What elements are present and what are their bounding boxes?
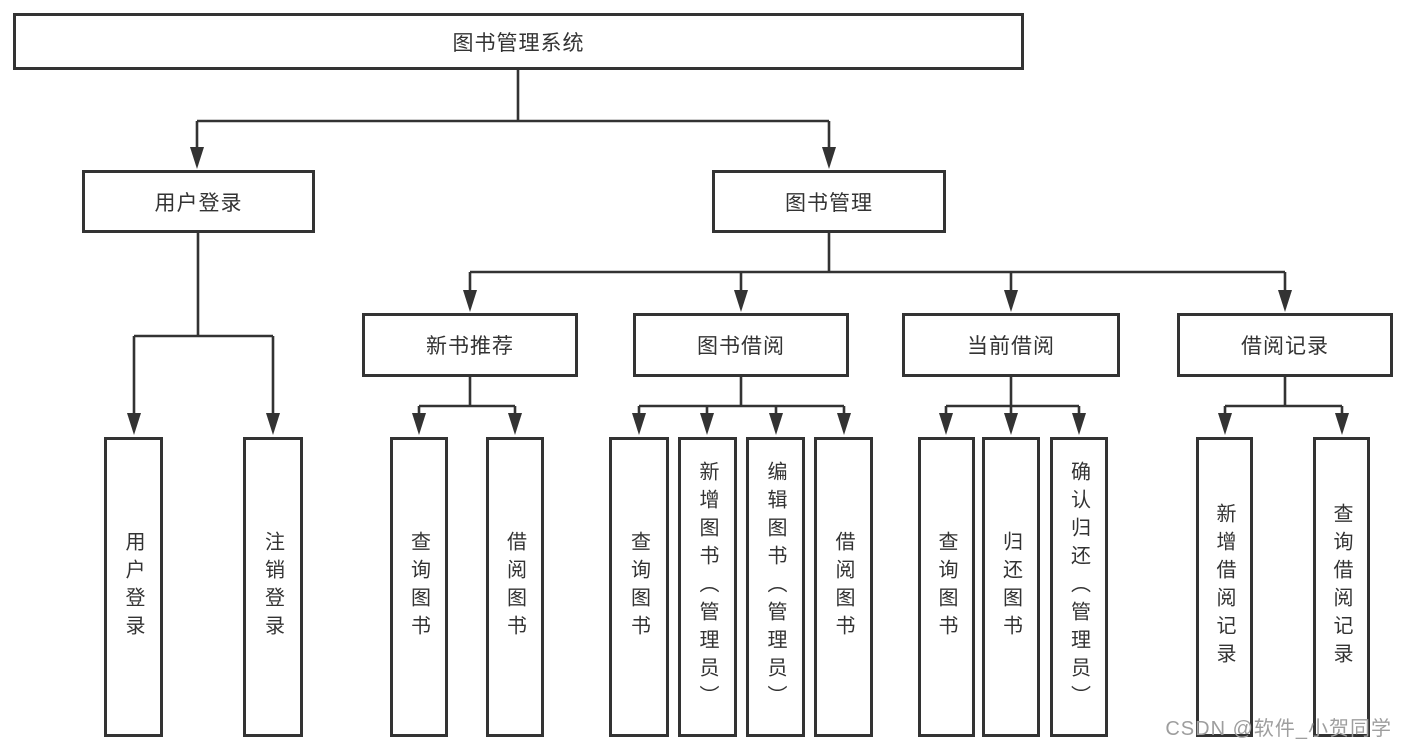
node-label: 编辑图书（管理员） — [764, 461, 786, 713]
node-leaf-query-books-current: 查询图书 — [918, 437, 975, 737]
node-book-borrowing: 图书借阅 — [633, 313, 849, 377]
arrowhead — [266, 413, 280, 435]
node-leaf-user-login: 用户登录 — [104, 437, 163, 737]
node-leaf-borrow-books: 借阅图书 — [814, 437, 873, 737]
arrowhead — [127, 413, 141, 435]
csdn-watermark: CSDN @软件_小贺同学 — [1165, 718, 1392, 740]
node-leaf-query-borrow-record: 查询借阅记录 — [1313, 437, 1370, 737]
arrowhead — [700, 413, 714, 435]
node-label: 借阅图书 — [503, 531, 526, 643]
node-leaf-return-books: 归还图书 — [982, 437, 1040, 737]
node-label: 查询借阅记录 — [1330, 503, 1352, 671]
node-leaf-query-books-recommend: 查询图书 — [390, 437, 448, 737]
arrowhead — [822, 147, 836, 169]
node-book-management: 图书管理 — [712, 170, 946, 233]
arrowhead — [1072, 413, 1086, 435]
node-label: 新增借阅记录 — [1213, 503, 1235, 671]
arrowhead — [837, 413, 851, 435]
connector-new-book-recommendation-to-leaves — [417, 377, 517, 430]
arrowhead — [769, 413, 783, 435]
node-label: 新增图书（管理员） — [696, 461, 718, 713]
connector-book-management-to-level3 — [468, 233, 1287, 307]
node-leaf-query-books-borrow: 查询图书 — [609, 437, 669, 737]
arrowhead — [734, 290, 748, 312]
arrowhead — [939, 413, 953, 435]
node-new-book-recommendation: 新书推荐 — [362, 313, 578, 377]
node-label: 用户登录 — [122, 531, 144, 643]
node-current-borrowing: 当前借阅 — [902, 313, 1120, 377]
node-leaf-logout: 注销登录 — [243, 437, 303, 737]
arrowhead — [190, 147, 204, 169]
arrowhead — [1004, 290, 1018, 312]
node-label: 图书管理系统 — [452, 31, 585, 55]
node-leaf-add-books-admin: 新增图书（管理员） — [678, 437, 737, 737]
node-library-management-system: 图书管理系统 — [13, 13, 1024, 70]
node-borrowing-records: 借阅记录 — [1177, 313, 1393, 377]
node-label: 当前借阅 — [967, 335, 1055, 358]
arrowhead — [412, 413, 426, 435]
connector-borrowing-records-to-leaves — [1223, 377, 1344, 430]
node-label: 归还图书 — [999, 531, 1022, 643]
node-label: 借阅图书 — [832, 531, 854, 643]
connector-root-to-level2 — [195, 70, 831, 164]
node-label: 查询图书 — [407, 531, 430, 643]
connector-current-borrowing-to-leaves — [944, 377, 1081, 430]
arrowhead — [463, 290, 477, 312]
node-label: 图书借阅 — [697, 335, 785, 358]
node-leaf-add-borrow-record: 新增借阅记录 — [1196, 437, 1253, 737]
arrowhead — [1278, 290, 1292, 312]
node-label: 查询图书 — [935, 531, 957, 643]
connector-book-borrowing-to-leaves — [637, 377, 846, 430]
node-label: 确认归还（管理员） — [1067, 461, 1090, 713]
node-label: 图书管理 — [785, 191, 873, 215]
arrowhead — [1004, 413, 1018, 435]
node-user-login: 用户登录 — [82, 170, 315, 233]
arrowhead — [632, 413, 646, 435]
node-label: 借阅记录 — [1241, 335, 1329, 358]
node-leaf-borrow-books-recommend: 借阅图书 — [486, 437, 544, 737]
node-leaf-edit-books-admin: 编辑图书（管理员） — [746, 437, 805, 737]
arrowhead — [508, 413, 522, 435]
node-label: 新书推荐 — [426, 335, 514, 358]
arrowhead — [1335, 413, 1349, 435]
node-leaf-confirm-return-admin: 确认归还（管理员） — [1050, 437, 1108, 737]
connector-user-login-to-leaves — [132, 233, 275, 430]
node-label: 用户登录 — [154, 191, 243, 215]
arrowhead — [1218, 413, 1232, 435]
node-label: 查询图书 — [627, 531, 650, 643]
node-label: 注销登录 — [261, 531, 284, 643]
